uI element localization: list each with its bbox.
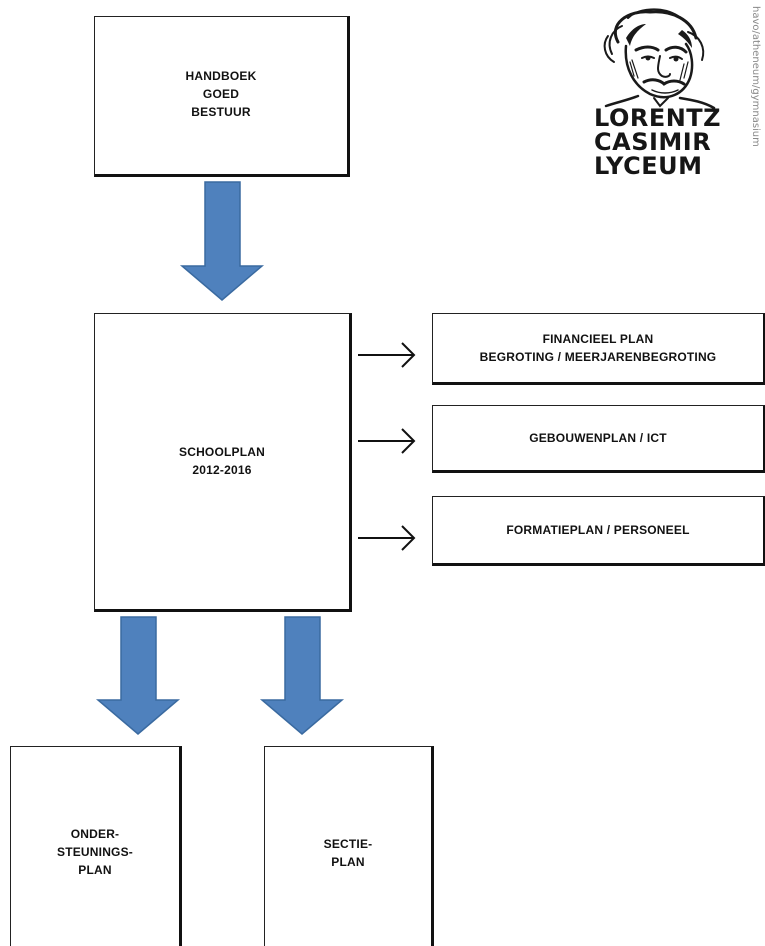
handboek-label: HANDBOEK GOED BESTUUR [186,67,257,121]
financieel-line-2: BEGROTING / MEERJARENBEGROTING [479,350,717,364]
schoolplan-box: SCHOOLPLAN 2012-2016 [94,313,352,612]
block-arrow-down-2 [95,616,181,735]
connectors-layer [95,181,416,735]
schoolplan-label: SCHOOLPLAN 2012-2016 [179,443,265,479]
ondersteuningsplan-box: ONDER- STEUNINGS- PLAN [10,746,182,946]
handboek-line-3: BESTUUR [191,104,251,119]
arrow-to-formatie [358,525,416,551]
logo-word-1: LORENTZ [594,104,722,132]
logo-vertical-tagline: havo/atheneum/gymnasium [750,6,761,147]
logo-word-3: LYCEUM [594,152,703,180]
arrow-to-financieel [358,342,416,368]
gebouwen-line-1: GEBOUWENPLAN / ICT [529,431,667,445]
formatieplan-box: FORMATIEPLAN / PERSONEEL [432,496,765,566]
block-arrow-down-3 [259,616,345,735]
portrait-sketch-icon [603,8,716,110]
schoolplan-line-1: SCHOOLPLAN [179,444,265,459]
onder-line-2: STEUNINGS- [56,844,133,859]
onder-line-3: PLAN [78,862,112,877]
handboek-line-1: HANDBOEK [185,68,257,83]
onder-label: ONDER- STEUNINGS- PLAN [57,825,133,879]
logo-word-2: CASIMIR [594,128,712,156]
onder-line-1: ONDER- [70,826,120,841]
formatie-label: FORMATIEPLAN / PERSONEEL [506,521,689,539]
financieel-plan-box: FINANCIEEL PLAN BEGROTING / MEERJARENBEG… [432,313,765,385]
financieel-label: FINANCIEEL PLAN BEGROTING / MEERJARENBEG… [480,330,717,366]
sectie-line-2: PLAN [331,854,365,869]
handboek-goed-bestuur-box: HANDBOEK GOED BESTUUR [94,16,350,177]
financieel-line-1: FINANCIEEL PLAN [542,332,654,346]
block-arrow-down-1 [179,181,265,301]
formatie-line-1: FORMATIEPLAN / PERSONEEL [506,523,690,537]
school-logo-wordmark: LORENTZ CASIMIR LYCEUM [594,106,721,178]
gebouwen-label: GEBOUWENPLAN / ICT [529,429,667,447]
schoolplan-line-2: 2012-2016 [192,462,252,477]
gebouwenplan-box: GEBOUWENPLAN / ICT [432,405,765,473]
sectie-label: SECTIE- PLAN [324,835,373,871]
sectie-line-1: SECTIE- [323,836,373,851]
handboek-line-2: GOED [202,86,240,101]
sectieplan-box: SECTIE- PLAN [264,746,434,946]
arrow-to-gebouwen [358,428,416,454]
